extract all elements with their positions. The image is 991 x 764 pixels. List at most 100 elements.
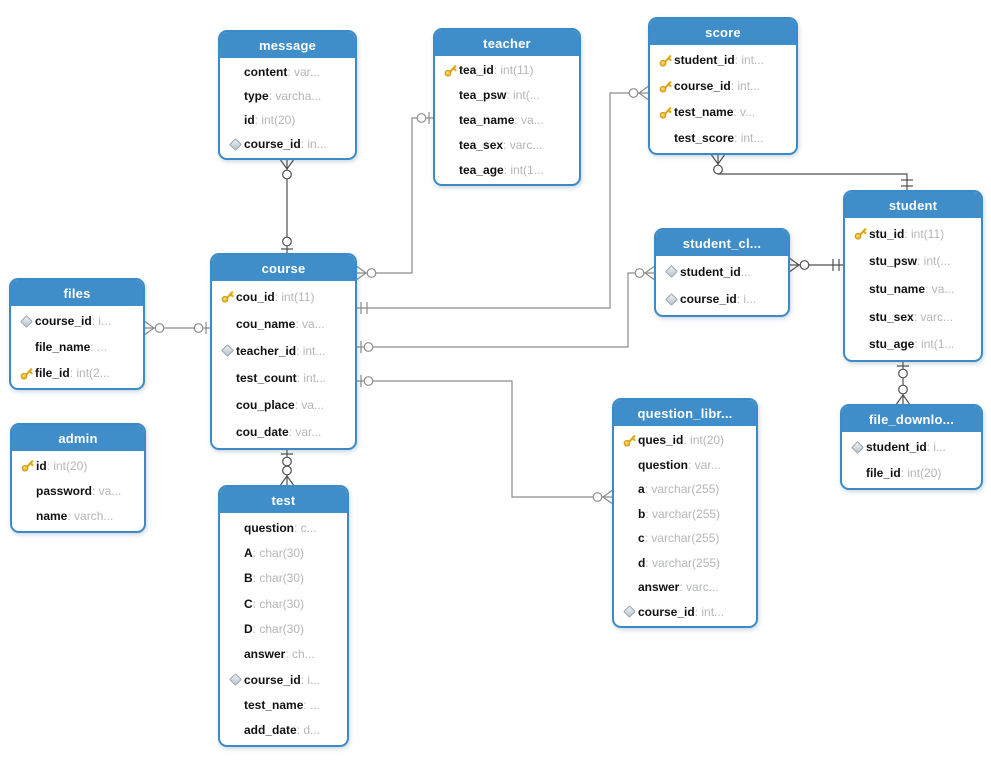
relationship-score-student[interactable]	[711, 154, 914, 190]
field-row-question_library-c[interactable]: c: varchar(255)	[614, 526, 756, 551]
field-row-question_library-ques_id[interactable]: ques_id: int(20)	[614, 428, 756, 453]
field-name: course_id	[244, 137, 301, 151]
relationship-path[interactable]	[717, 155, 908, 190]
table-title-student[interactable]: student	[845, 192, 981, 218]
field-type: : varch...	[67, 509, 114, 524]
field-row-admin-id[interactable]: id: int(20)	[12, 453, 144, 478]
relationship-course-score[interactable]	[357, 86, 649, 315]
field-row-test-test_name[interactable]: test_name: ...	[220, 692, 347, 717]
field-row-admin-password[interactable]: password: va...	[12, 478, 144, 503]
field-row-file_download-file_id[interactable]: file_id: int(20)	[842, 460, 981, 486]
table-file_download[interactable]: file_downlo...student_id: i...file_id: i…	[840, 404, 983, 490]
relationship-message-course[interactable]	[280, 159, 294, 253]
relationship-segment	[789, 264, 800, 272]
field-row-question_library-answer[interactable]: answer: varc...	[614, 575, 756, 600]
field-row-test-answer[interactable]: answer: ch...	[220, 642, 347, 667]
relationship-student-file_download[interactable]	[896, 362, 910, 405]
field-row-teacher-tea_id[interactable]: tea_id: int(11)	[435, 58, 579, 83]
relationship-course-student_class[interactable]	[357, 266, 655, 354]
field-row-test-question[interactable]: question: c...	[220, 515, 347, 540]
field-row-student_class-course_id[interactable]: course_id: i...	[656, 286, 788, 314]
field-row-test-B[interactable]: B: char(30)	[220, 566, 347, 591]
field-type: : varchar(255)	[644, 482, 720, 497]
table-title-message[interactable]: message	[220, 32, 355, 58]
field-row-score-course_id[interactable]: course_id: int...	[650, 73, 796, 99]
field-row-course-cou_id[interactable]: cou_id: int(11)	[212, 283, 355, 310]
field-row-course-cou_place[interactable]: cou_place: va...	[212, 392, 355, 419]
field-row-teacher-tea_sex[interactable]: tea_sex: varc...	[435, 132, 579, 157]
field-row-score-student_id[interactable]: student_id: int...	[650, 47, 796, 73]
field-row-test-D[interactable]: D: char(30)	[220, 616, 347, 641]
field-row-message-content[interactable]: content: var...	[220, 60, 355, 84]
field-row-message-id[interactable]: id: int(20)	[220, 108, 355, 132]
table-title-student_class[interactable]: student_cl...	[656, 230, 788, 256]
field-row-test-course_id[interactable]: course_id: i...	[220, 667, 347, 692]
field-row-student-stu_age[interactable]: stu_age: int(1...	[845, 330, 981, 358]
table-fields-file_download: student_id: i...file_id: int(20)	[842, 432, 981, 488]
field-row-student-stu_id[interactable]: stu_id: int(11)	[845, 220, 981, 248]
field-row-student-stu_psw[interactable]: stu_psw: int(...	[845, 248, 981, 276]
field-row-files-file_id[interactable]: file_id: int(2...	[11, 360, 143, 386]
field-name: d	[638, 555, 646, 570]
field-row-admin-name[interactable]: name: varch...	[12, 504, 144, 529]
field-row-message-course_id[interactable]: course_id: in...	[220, 132, 355, 156]
field-row-files-course_id[interactable]: course_id: i...	[11, 308, 143, 334]
table-student_class[interactable]: student_cl...student_id...course_id: i..…	[654, 228, 790, 317]
table-title-question_library[interactable]: question_libr...	[614, 400, 756, 426]
field-row-student_class-student_id[interactable]: student_id...	[656, 258, 788, 286]
field-row-course-teacher_id[interactable]: teacher_id: int...	[212, 337, 355, 364]
field-row-test-A[interactable]: A: char(30)	[220, 540, 347, 565]
primary-key-icon	[659, 106, 672, 119]
field-row-message-type[interactable]: type: varcha...	[220, 84, 355, 108]
relationship-files-course[interactable]	[144, 321, 210, 335]
table-title-test[interactable]: test	[220, 487, 347, 513]
field-row-question_library-question[interactable]: question: var...	[614, 453, 756, 478]
field-row-question_library-a[interactable]: a: varchar(255)	[614, 477, 756, 502]
field-row-course-cou_name[interactable]: cou_name: va...	[212, 310, 355, 337]
field-row-student-stu_sex[interactable]: stu_sex: varc...	[845, 303, 981, 331]
field-type: : int(20)	[46, 458, 88, 473]
relationship-course-question_library[interactable]	[357, 375, 613, 504]
field-row-file_download-student_id[interactable]: student_id: i...	[842, 434, 981, 460]
relationship-path[interactable]	[357, 380, 612, 498]
field-row-course-cou_date[interactable]: cou_date: var...	[212, 419, 355, 446]
relationship-course-test[interactable]	[280, 450, 294, 486]
field-row-score-test_name[interactable]: test_name: v...	[650, 99, 796, 125]
field-type: : varc...	[913, 309, 954, 324]
field-row-test-C[interactable]: C: char(30)	[220, 591, 347, 616]
field-row-student-stu_name[interactable]: stu_name: va...	[845, 275, 981, 303]
table-question_library[interactable]: question_libr...ques_id: int(20)question…	[612, 398, 758, 628]
field-row-teacher-tea_name[interactable]: tea_name: va...	[435, 108, 579, 133]
field-type: : int(1...	[914, 337, 955, 352]
table-title-files[interactable]: files	[11, 280, 143, 306]
table-fields-admin: id: int(20)password: va...name: varch...	[12, 451, 144, 531]
field-row-teacher-tea_psw[interactable]: tea_psw: int(...	[435, 83, 579, 108]
field-name: stu_psw	[869, 254, 918, 269]
table-title-admin[interactable]: admin	[12, 425, 144, 451]
relationship-student_class-student[interactable]	[789, 258, 843, 272]
field-row-course-test_count[interactable]: test_count: int...	[212, 365, 355, 392]
field-row-question_library-course_id[interactable]: course_id: int...	[614, 600, 756, 625]
table-title-teacher[interactable]: teacher	[435, 30, 579, 56]
relationship-course-teacher[interactable]	[356, 112, 433, 280]
field-row-test-add_date[interactable]: add_date: d...	[220, 718, 347, 743]
relationship-path[interactable]	[357, 117, 433, 274]
field-row-question_library-b[interactable]: b: varchar(255)	[614, 502, 756, 527]
field-row-question_library-d[interactable]: d: varchar(255)	[614, 551, 756, 576]
field-type: : ...	[303, 697, 321, 712]
table-title-score[interactable]: score	[650, 19, 796, 45]
field-row-score-test_score[interactable]: test_score: int...	[650, 125, 796, 151]
field-row-files-file_name[interactable]: file_name: ...	[11, 334, 143, 360]
field-row-teacher-tea_age[interactable]: tea_age: int(1...	[435, 157, 579, 182]
table-title-course[interactable]: course	[212, 255, 355, 281]
table-title-file_download[interactable]: file_downlo...	[842, 406, 981, 432]
